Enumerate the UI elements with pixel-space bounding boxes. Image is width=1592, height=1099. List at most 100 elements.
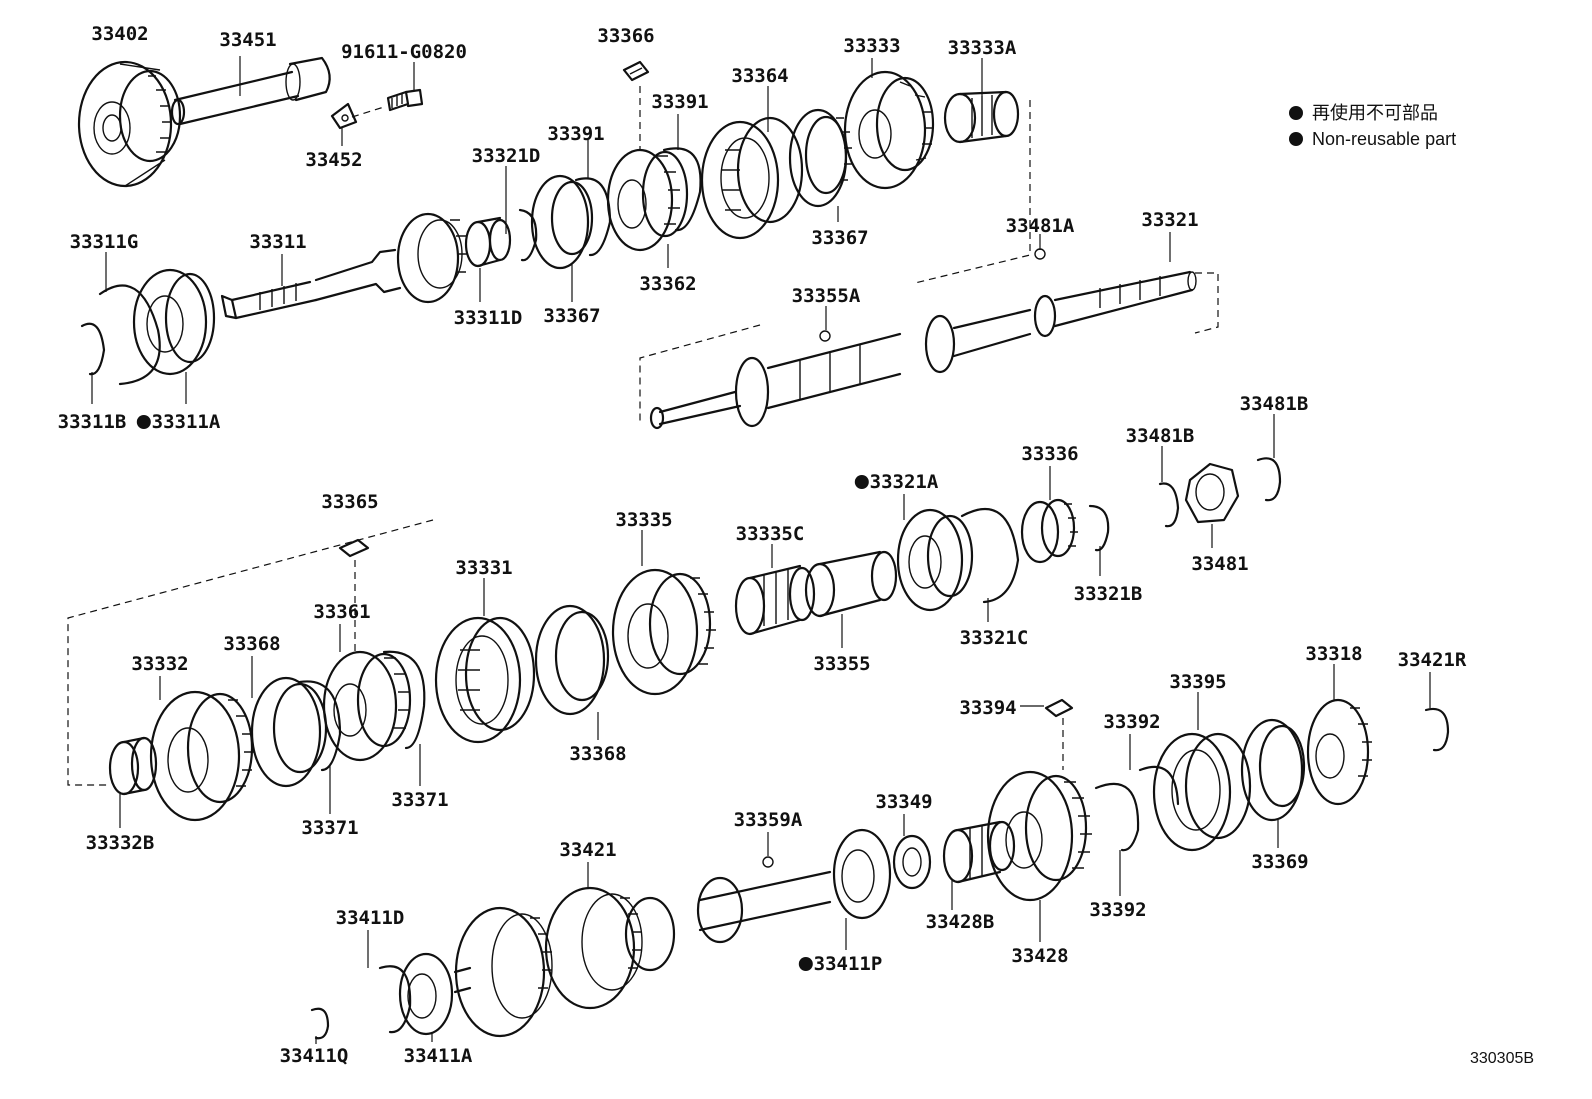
synchro-ring-33367b-icon[interactable] [530, 174, 594, 270]
part-label-33481a[interactable]: 33481A [1006, 215, 1075, 237]
part-label-33391a[interactable]: 33391 [651, 91, 708, 113]
part-label-33394[interactable]: 33394 [959, 697, 1016, 719]
counter-shaft-33421-icon[interactable] [453, 870, 832, 1038]
oil-hole-33355A-icon[interactable] [819, 330, 831, 342]
sleeve-33364-icon[interactable] [700, 116, 804, 240]
part-label-33333a[interactable]: 33333A [948, 37, 1017, 59]
part-label-33368b[interactable]: 33368 [569, 743, 626, 765]
snap-ring-33321C-icon[interactable] [960, 507, 1020, 604]
washer-33349-icon[interactable] [892, 834, 932, 890]
input-shaft-33311-icon[interactable] [220, 212, 468, 320]
part-label-33364[interactable]: 33364 [731, 65, 788, 87]
snap-ring-33481B-icon[interactable] [1158, 457, 1282, 528]
snap-ring-33411D-icon[interactable] [378, 965, 412, 1034]
ball-33481A-icon[interactable] [1034, 248, 1046, 260]
part-label-33311b[interactable]: 33311B [58, 411, 127, 433]
part-label-33335c[interactable]: 33335C [736, 523, 805, 545]
snap-ring-33311G-icon[interactable] [98, 284, 161, 386]
part-label-33359a[interactable]: 33359A [734, 809, 803, 831]
part-label-33411d[interactable]: 33411D [336, 907, 405, 929]
part-label-33481b-b[interactable]: 33481B [1240, 393, 1309, 415]
gear-33402-icon[interactable] [77, 60, 182, 188]
spring-33392-icon[interactable] [1094, 765, 1180, 852]
part-label-33428b[interactable]: 33428B [926, 911, 995, 933]
part-label-33311a[interactable]: 33311A [152, 411, 221, 433]
part-label-33371b[interactable]: 33371 [301, 817, 358, 839]
part-label-33452[interactable]: 33452 [305, 149, 362, 171]
snap-ring-33321B-icon[interactable] [1088, 504, 1110, 552]
part-label-33481[interactable]: 33481 [1191, 553, 1248, 575]
needle-bearing-33428B-icon[interactable] [942, 820, 1016, 884]
bearing-33321A-icon[interactable] [896, 508, 974, 612]
part-label-33321a[interactable]: 33321A [870, 471, 939, 493]
part-label-33421r[interactable]: 33421R [1398, 649, 1467, 671]
part-label-33321c[interactable]: 33321C [960, 627, 1029, 649]
part-label-33355a[interactable]: 33355A [792, 285, 861, 307]
key-33366-icon[interactable] [622, 60, 650, 82]
part-label-33411q[interactable]: 33411Q [280, 1045, 349, 1067]
part-label-33321d[interactable]: 33321D [472, 145, 541, 167]
needle-bearing-33335C-icon[interactable] [734, 564, 816, 636]
part-label-33311[interactable]: 33311 [249, 231, 306, 253]
part-label-33392a[interactable]: 33392 [1103, 711, 1160, 733]
snap-ring-33421R-icon[interactable] [1424, 707, 1450, 752]
part-label-33402[interactable]: 33402 [91, 23, 148, 45]
snap-ring-33411Q-icon[interactable] [310, 1007, 330, 1040]
synchro-ring-33367-icon[interactable] [788, 108, 852, 208]
part-label-33332[interactable]: 33332 [131, 653, 188, 675]
needle-bearing-33333A-icon[interactable] [943, 90, 1020, 144]
gear-33335-icon[interactable] [611, 568, 716, 696]
hub-33361-icon[interactable] [322, 650, 412, 762]
part-label-33451[interactable]: 33451 [219, 29, 276, 51]
part-label-33333[interactable]: 33333 [843, 35, 900, 57]
synchro-ring-33369-icon[interactable] [1240, 718, 1306, 822]
part-label-33421[interactable]: 33421 [559, 839, 616, 861]
part-label-33391b[interactable]: 33391 [547, 123, 604, 145]
part-label-33321[interactable]: 33321 [1141, 209, 1198, 231]
part-label-33481b-a[interactable]: 33481B [1126, 425, 1195, 447]
part-label-33336[interactable]: 33336 [1021, 443, 1078, 465]
synchro-ring-33368-icon[interactable] [534, 604, 610, 716]
part-label-33335[interactable]: 33335 [615, 509, 672, 531]
bearing-33411A-icon[interactable] [398, 952, 454, 1036]
part-label-33321b[interactable]: 33321B [1074, 583, 1143, 605]
bolt-91611-icon[interactable] [386, 88, 424, 112]
part-label-33311d[interactable]: 33311D [454, 307, 523, 329]
ball-33359A-icon[interactable] [762, 856, 774, 868]
sleeve-33331-icon[interactable] [434, 616, 536, 744]
output-shaft-33321-icon[interactable] [649, 270, 1197, 430]
key-33365-icon[interactable] [338, 538, 370, 558]
part-label-33395[interactable]: 33395 [1169, 671, 1226, 693]
part-label-33365[interactable]: 33365 [321, 491, 378, 513]
part-label-33392b[interactable]: 33392 [1089, 899, 1146, 921]
key-33394-icon[interactable] [1044, 698, 1074, 718]
collar-33355-icon[interactable] [804, 550, 898, 618]
part-label-33349[interactable]: 33349 [875, 791, 932, 813]
part-label-33367b[interactable]: 33367 [543, 305, 600, 327]
part-label-33369[interactable]: 33369 [1251, 851, 1308, 873]
synchro-ring-33368b-icon[interactable] [250, 676, 328, 788]
snap-ring-33311B-icon[interactable] [80, 322, 106, 376]
part-label-33331[interactable]: 33331 [455, 557, 512, 579]
gear-33428-icon[interactable] [986, 770, 1092, 902]
part-label-33411a[interactable]: 33411A [404, 1045, 473, 1067]
needle-bearing-33332B-icon[interactable] [108, 736, 158, 796]
part-label-33411p[interactable]: 33411P [814, 953, 883, 975]
bearing-33411P-icon[interactable] [832, 828, 892, 920]
part-label-33368a[interactable]: 33368 [223, 633, 280, 655]
gear-33318-icon[interactable] [1306, 698, 1372, 806]
part-label-91611-g0820[interactable]: 91611-G0820 [341, 41, 467, 63]
spring-ring-33391-icon[interactable] [574, 147, 702, 257]
washer-33452-icon[interactable] [330, 102, 358, 130]
gear-33332-icon[interactable] [149, 690, 254, 822]
part-label-33362[interactable]: 33362 [639, 273, 696, 295]
sleeve-33395-icon[interactable] [1152, 732, 1252, 852]
bearing-33311D-icon[interactable] [464, 216, 512, 268]
gear-33336-icon[interactable] [1020, 498, 1078, 564]
part-label-33371a[interactable]: 33371 [391, 789, 448, 811]
snap-ring-33321D-icon[interactable] [518, 208, 538, 262]
part-label-33355[interactable]: 33355 [813, 653, 870, 675]
bearing-33311A-icon[interactable] [132, 268, 216, 376]
spring-33371-icon[interactable] [298, 650, 426, 772]
part-label-33428[interactable]: 33428 [1011, 945, 1068, 967]
